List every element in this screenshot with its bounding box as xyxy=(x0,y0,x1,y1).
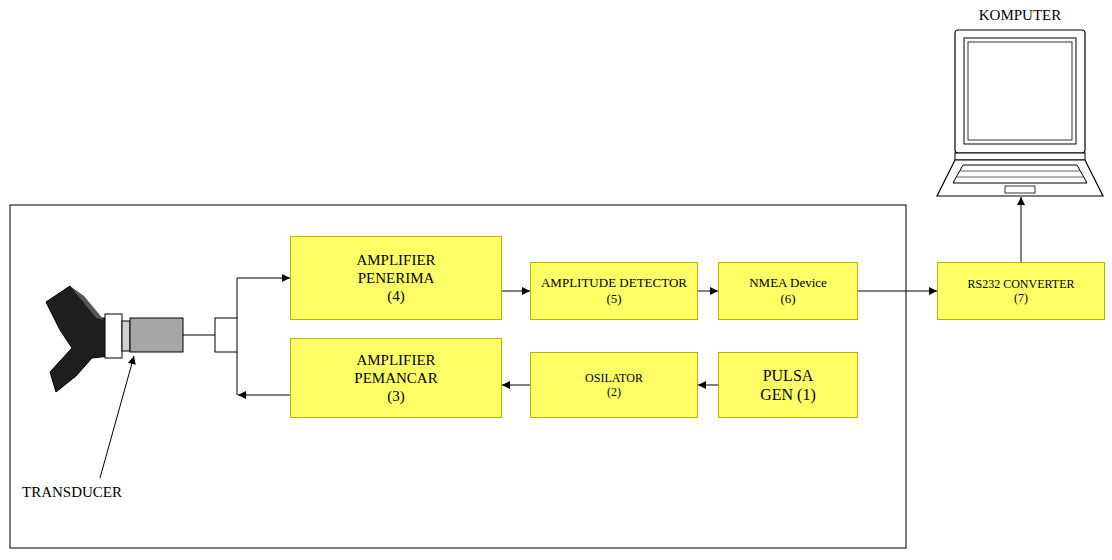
process-box: RS232 CONVERTER(7) xyxy=(937,262,1105,320)
part-label: TRANSDUCER xyxy=(22,483,122,501)
callout-number: (7) xyxy=(1014,291,1028,305)
process-box: AMPLITUDE DETECTOR(5) xyxy=(530,262,698,320)
splitter-symbol xyxy=(215,318,237,352)
box-label: AMPLIFIER PENERIMA xyxy=(336,251,456,287)
callout-number: (3) xyxy=(387,387,405,405)
computer-label: KOMPUTER xyxy=(979,6,1062,24)
signal-arrow xyxy=(698,291,718,292)
process-box: OSILATOR(2) xyxy=(530,352,698,418)
process-box: AMPLIFIER PENERIMA(4) xyxy=(290,236,502,320)
leader-line xyxy=(100,356,134,478)
box-label: AMPLITUDE DETECTOR xyxy=(541,275,687,291)
signal-arrow xyxy=(502,385,530,386)
callout-number: (4) xyxy=(387,287,405,305)
box-label: AMPLIFIER PEMANCAR xyxy=(336,351,456,387)
signal-arrow xyxy=(502,291,530,292)
transmit-wire xyxy=(238,395,290,396)
callout-number: (2) xyxy=(607,385,621,399)
laptop-illustration xyxy=(937,30,1103,196)
box-label: PULSA GEN (1) xyxy=(748,366,828,404)
process-box: NMEA Device(6) xyxy=(718,262,858,320)
housing-outline xyxy=(10,205,906,548)
receive-wire xyxy=(237,278,290,318)
process-box: PULSA GEN (1) xyxy=(718,352,858,418)
signal-arrow xyxy=(1021,197,1022,262)
transmit-wire xyxy=(237,352,238,395)
box-label: RS232 CONVERTER xyxy=(968,277,1075,291)
box-label: NMEA Device xyxy=(749,275,827,291)
callout-number: (6) xyxy=(780,291,795,307)
box-label: OSILATOR xyxy=(585,371,643,385)
process-box: AMPLIFIER PEMANCAR(3) xyxy=(290,338,502,418)
signal-arrow xyxy=(698,385,718,386)
signal-arrow xyxy=(858,291,937,292)
computer: KOMPUTER xyxy=(935,4,1105,197)
transducer-illustration xyxy=(46,286,183,392)
transducer-wire xyxy=(183,335,215,336)
callout-number: (5) xyxy=(606,291,621,307)
